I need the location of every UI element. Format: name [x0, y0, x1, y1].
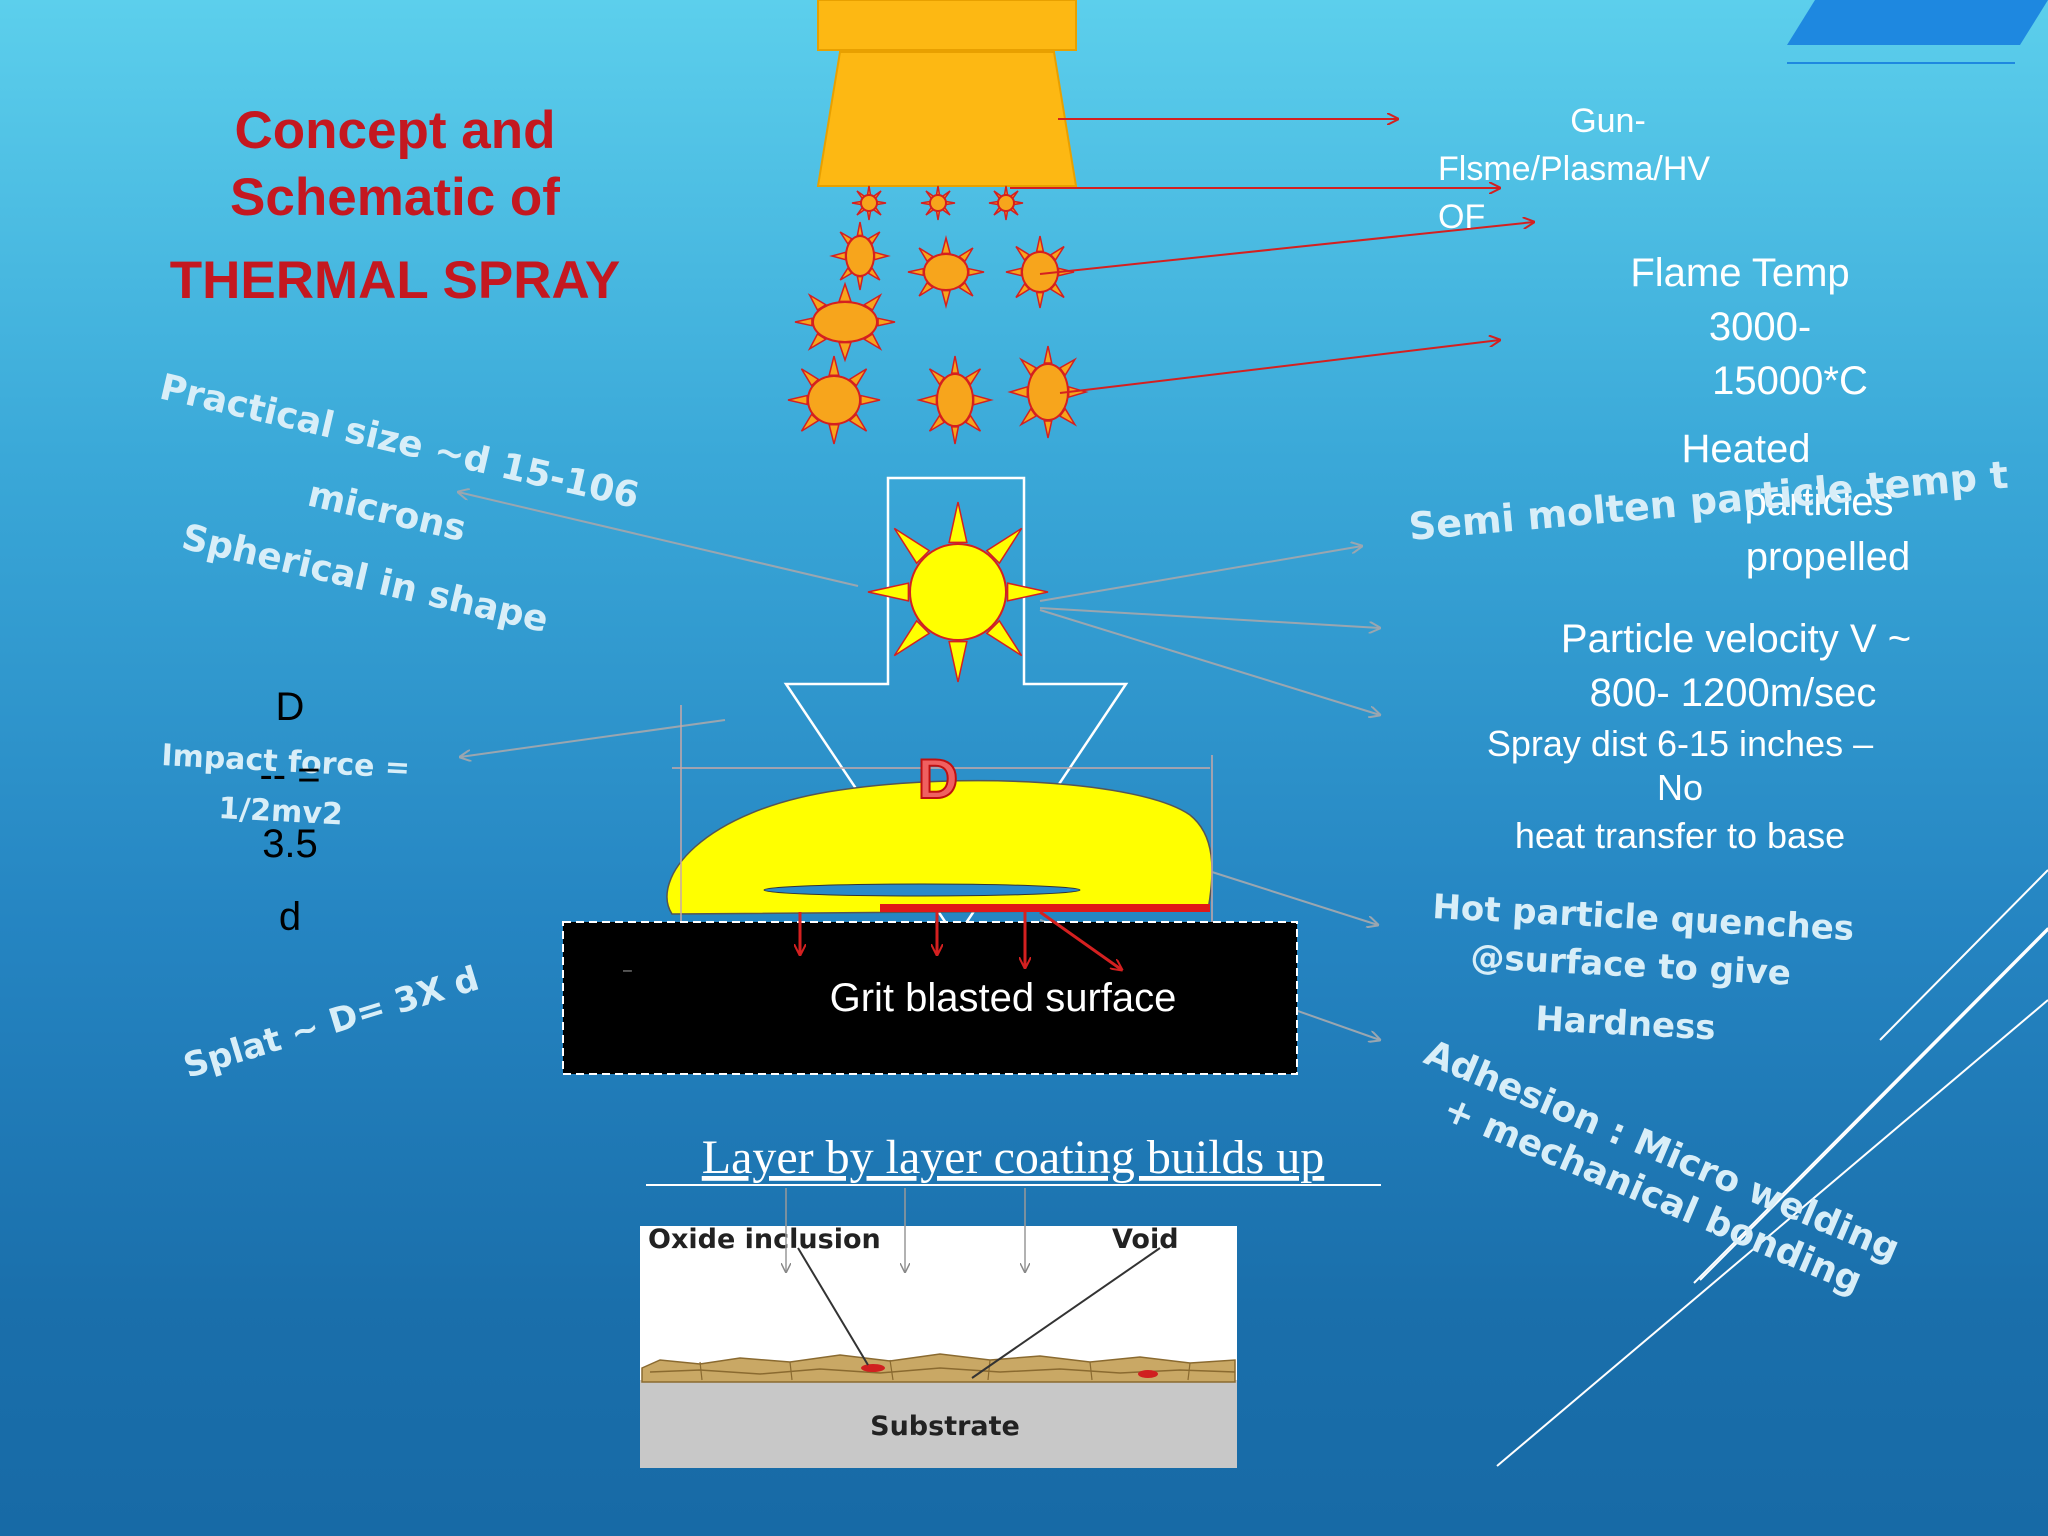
- ratio-denominator: d: [279, 895, 301, 939]
- substrate-region: [640, 1380, 1237, 1468]
- corner-decoration: [1787, 0, 2048, 45]
- void-label: Void: [1112, 1224, 1179, 1255]
- spray-dist-1: Spray dist 6-15 inches –: [1487, 723, 1873, 764]
- impact-formula-note: 1/2mv2: [218, 791, 344, 832]
- particle-sun-icon-7: [794, 281, 896, 363]
- hot-particle-3: Hardness: [1535, 999, 1717, 1048]
- splat-red-layer: [880, 904, 1210, 912]
- gun-nozzle: [816, 51, 1078, 187]
- gun-label-2: Flsme/Plasma/HV: [1438, 150, 1710, 188]
- hot-particle-sun-icon: [867, 501, 1049, 683]
- ratio-value: 3.5: [262, 822, 318, 866]
- gun-label-3: OF: [1438, 198, 1485, 236]
- hot-particle-2: @surface to give: [1470, 937, 1792, 994]
- spray-dist-3: heat transfer to base: [1515, 815, 1845, 856]
- oxide-inclusion-mark: [861, 1364, 885, 1372]
- particle-sun-icon-8: [787, 355, 881, 445]
- spray-dist-2: No: [1657, 767, 1703, 808]
- void-mark: [1138, 1370, 1158, 1378]
- spherical-note: Spherical in shape: [178, 517, 552, 641]
- layer-caption: Layer by layer coating builds up: [702, 1131, 1324, 1184]
- red-pointer-arrows: [1010, 119, 1534, 394]
- splat-droplet: [666, 779, 1213, 915]
- grit-blasted-surface-label: Grit blasted surface: [830, 976, 1177, 1020]
- void-pointer: [971, 1247, 1161, 1379]
- adhesion-1: Adhesion : Micro welding: [1418, 1033, 1905, 1271]
- heated-3: propelled: [1746, 535, 1911, 579]
- grit-blasted-surface-block: [562, 921, 1298, 1075]
- heated-1: Heated: [1682, 427, 1811, 471]
- oxide-pointer: [797, 1247, 869, 1366]
- big-sun-core: [867, 501, 1049, 683]
- flame-temp-2: 3000-: [1709, 305, 1811, 349]
- flame-temp-1: Flame Temp: [1630, 251, 1849, 295]
- particle-sun-icon-2: [920, 185, 956, 221]
- gun-label-1: Gun-: [1570, 102, 1646, 140]
- velocity-1: Particle velocity V ~: [1561, 617, 1911, 661]
- ratio-dash: -- =: [259, 753, 320, 797]
- particle-sun-icon-9: [916, 355, 994, 445]
- particle-sun-icon-5: [907, 235, 985, 309]
- coating-micrograph: Oxide inclusion Void Substrate: [640, 1188, 1237, 1468]
- particle-sun-icon-4: [829, 221, 891, 291]
- particle-sun-icon-1: [851, 185, 887, 221]
- splat-size-note: Splat ~ D= 3X d: [179, 959, 484, 1087]
- splat-inner-gap: [763, 883, 1081, 897]
- oxide-inclusion-label: Oxide inclusion: [648, 1224, 881, 1255]
- title-line-1: Concept and: [235, 101, 556, 160]
- surface-dash: –: [623, 962, 632, 979]
- particle-group: [787, 185, 1089, 445]
- substrate-label: Substrate: [870, 1411, 1020, 1442]
- heat-arrows: [800, 910, 1122, 970]
- microns-note: microns: [304, 474, 470, 550]
- velocity-2: 800- 1200m/sec: [1590, 671, 1877, 715]
- particle-sun-icon-10: [1007, 345, 1089, 439]
- heated-2: particles: [1745, 480, 1894, 524]
- title-line-2: Schematic of: [230, 168, 560, 227]
- splat-diameter-label: D: [918, 747, 958, 810]
- diagonal-decoration: [1496, 869, 2048, 1467]
- gun-top: [817, 0, 1077, 51]
- splat-dimension-line: [672, 705, 1213, 938]
- particle-sun-icon-3: [988, 185, 1024, 221]
- ratio-numerator: D: [276, 685, 305, 729]
- title-line-3: THERMAL SPRAY: [170, 251, 621, 310]
- flame-temp-3: 15000*C: [1712, 359, 1868, 403]
